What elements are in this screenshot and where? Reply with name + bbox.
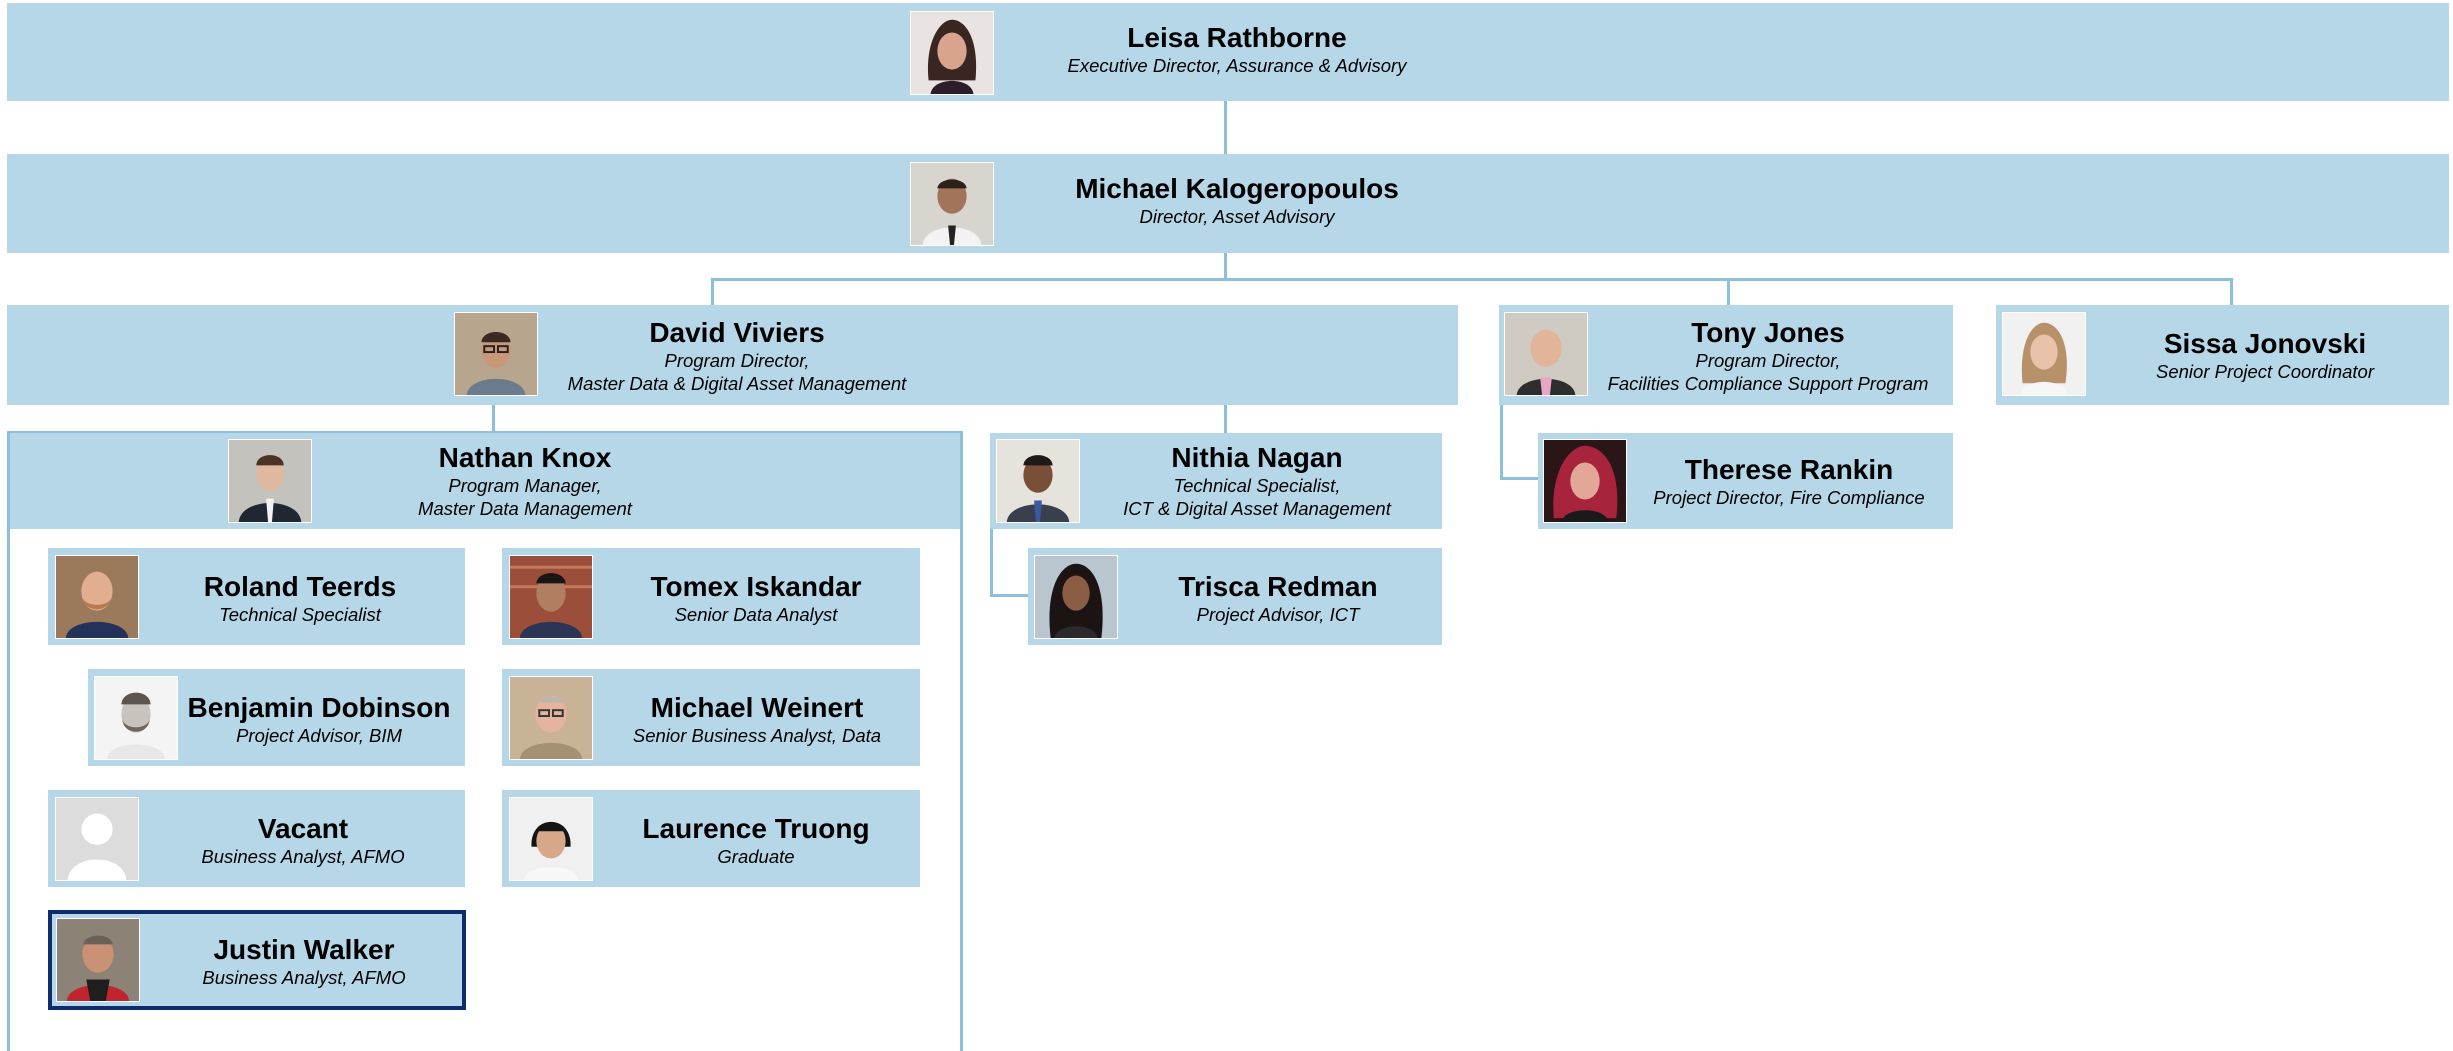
person-title: Project Advisor, ICT <box>1196 604 1360 625</box>
person-text: Sissa Jonovski Senior Project Coordinato… <box>2106 327 2424 383</box>
person-title: Business Analyst, AFMO <box>202 967 406 988</box>
placeholder-avatar-icon <box>55 797 139 881</box>
person-title: Program Manager, <box>448 475 602 496</box>
person-name: Benjamin Dobinson <box>187 692 451 723</box>
person-text: Benjamin Dobinson Project Advisor, BIM <box>184 691 454 747</box>
person-name: Nathan Knox <box>438 442 612 473</box>
person-card[interactable]: Vacant Business Analyst, AFMO <box>48 790 465 887</box>
person-title: Project Director, Fire Compliance <box>1653 487 1925 508</box>
connector <box>1224 404 1227 433</box>
person-title: Technical Specialist, <box>1173 475 1341 496</box>
person-text: Therese Rankin Project Director, Fire Co… <box>1638 453 1940 509</box>
person-photo-icon <box>2002 312 2086 396</box>
person-photo-icon <box>94 676 178 760</box>
person-card[interactable]: Nathan Knox Program Manager, Master Data… <box>10 433 960 529</box>
person-title: Senior Business Analyst, Data <box>632 725 882 746</box>
person-card[interactable]: Tony Jones Program Director, Facilities … <box>1499 305 1953 405</box>
person-photo-icon <box>996 439 1080 523</box>
person-text: Justin Walker Business Analyst, AFMO <box>158 933 450 989</box>
connector <box>1727 278 1730 306</box>
person-title: Program Director, <box>664 350 810 371</box>
person-photo-icon <box>509 555 593 639</box>
person-card[interactable]: Michael Weinert Senior Business Analyst,… <box>502 669 920 766</box>
person-card[interactable]: David Viviers Program Director, Master D… <box>7 305 1458 405</box>
person-name: Trisca Redman <box>1178 571 1378 602</box>
person-text: Roland Teerds Technical Specialist <box>150 570 450 626</box>
person-card-selected[interactable]: Justin Walker Business Analyst, AFMO <box>48 910 466 1010</box>
person-card[interactable]: Leisa Rathborne Executive Director, Assu… <box>7 3 2449 101</box>
person-title: Graduate <box>717 846 795 867</box>
person-card[interactable]: Nithia Nagan Technical Specialist, ICT &… <box>990 433 1442 529</box>
person-title: Project Advisor, BIM <box>236 725 402 746</box>
person-card[interactable]: Laurence Truong Graduate <box>502 790 920 887</box>
connector <box>2230 278 2233 306</box>
person-title-line2: Facilities Compliance Support Program <box>1607 373 1929 394</box>
person-name: Therese Rankin <box>1684 454 1894 485</box>
person-name: Roland Teerds <box>203 571 397 602</box>
person-text: Tomex Iskandar Senior Data Analyst <box>606 570 906 626</box>
person-photo-icon <box>509 797 593 881</box>
person-name: Vacant <box>257 813 349 844</box>
person-title-line2: Master Data & Digital Asset Management <box>567 373 907 394</box>
person-text: Trisca Redman Project Advisor, ICT <box>1128 570 1428 626</box>
connector <box>711 278 2232 281</box>
person-title: Senior Data Analyst <box>674 604 838 625</box>
person-text: Michael Kalogeropoulos Director, Asset A… <box>1007 172 1467 228</box>
connector <box>1224 252 1227 279</box>
person-card[interactable]: Benjamin Dobinson Project Advisor, BIM <box>88 669 465 766</box>
person-title: Executive Director, Assurance & Advisory <box>1067 55 1407 76</box>
person-photo-icon <box>1543 439 1627 523</box>
person-photo-icon <box>1034 555 1118 639</box>
person-photo-icon <box>228 439 312 523</box>
person-name: Tony Jones <box>1691 317 1845 348</box>
person-name: Sissa Jonovski <box>2163 328 2367 359</box>
person-title: Senior Project Coordinator <box>2156 361 2374 382</box>
person-name: Michael Weinert <box>650 692 864 723</box>
person-photo-icon <box>910 162 994 246</box>
person-text: Michael Weinert Senior Business Analyst,… <box>602 691 912 747</box>
person-title: Director, Asset Advisory <box>1139 206 1335 227</box>
person-title-line2: Master Data Management <box>418 498 632 519</box>
person-title-line2: ICT & Digital Asset Management <box>1123 498 1391 519</box>
connector <box>1500 477 1540 480</box>
person-photo-icon <box>910 11 994 95</box>
person-text: Vacant Business Analyst, AFMO <box>158 812 448 868</box>
person-card[interactable]: Therese Rankin Project Director, Fire Co… <box>1538 433 1953 529</box>
person-name: Michael Kalogeropoulos <box>1075 173 1399 204</box>
person-photo-icon <box>454 312 538 396</box>
person-photo-icon <box>55 555 139 639</box>
person-text: Nithia Nagan Technical Specialist, ICT &… <box>1085 441 1429 520</box>
connector <box>1224 100 1227 155</box>
person-card[interactable]: Tomex Iskandar Senior Data Analyst <box>502 548 920 645</box>
person-photo-icon <box>1504 312 1588 396</box>
person-card[interactable]: Trisca Redman Project Advisor, ICT <box>1028 548 1442 645</box>
person-photo-icon <box>509 676 593 760</box>
connector <box>492 404 495 433</box>
connector <box>990 594 1030 597</box>
person-title: Program Director, <box>1695 350 1841 371</box>
person-name: David Viviers <box>649 317 825 348</box>
person-name: Tomex Iskandar <box>650 571 862 602</box>
person-card[interactable]: Sissa Jonovski Senior Project Coordinato… <box>1996 305 2449 405</box>
person-text: Leisa Rathborne Executive Director, Assu… <box>1007 21 1467 77</box>
connector <box>1500 404 1503 479</box>
connector <box>990 528 993 596</box>
person-name: Nithia Nagan <box>1171 442 1343 473</box>
person-text: David Viviers Program Director, Master D… <box>547 316 927 395</box>
person-photo-icon <box>56 918 140 1002</box>
person-card[interactable]: Roland Teerds Technical Specialist <box>48 548 465 645</box>
person-title: Business Analyst, AFMO <box>201 846 405 867</box>
person-card[interactable]: Michael Kalogeropoulos Director, Asset A… <box>7 154 2449 253</box>
person-text: Tony Jones Program Director, Facilities … <box>1597 316 1939 395</box>
person-name: Leisa Rathborne <box>1127 22 1347 53</box>
person-title: Technical Specialist <box>219 604 381 625</box>
person-text: Laurence Truong Graduate <box>606 812 906 868</box>
person-name: Laurence Truong <box>642 813 870 844</box>
person-text: Nathan Knox Program Manager, Master Data… <box>330 441 720 520</box>
connector <box>711 278 714 306</box>
person-name: Justin Walker <box>213 934 395 965</box>
